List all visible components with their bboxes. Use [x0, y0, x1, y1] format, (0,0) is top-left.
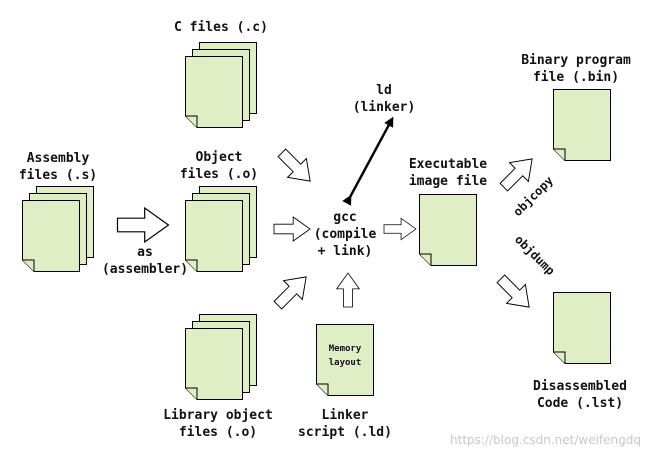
ld-label-line1: ld: [376, 83, 392, 98]
assembly-label-line1: Assembly: [27, 151, 90, 166]
assembly-files-stack: [23, 187, 94, 272]
as-arrow-icon: [116, 207, 170, 243]
watermark-text: https://blog.csdn.net/weifengdq: [450, 433, 641, 447]
gcc-label-line1: gcc: [333, 210, 356, 225]
binary-label-line1: Binary program: [521, 53, 631, 68]
as-label-line1: as: [137, 245, 153, 260]
ld-label-line2: (linker): [353, 100, 416, 115]
objdump-label: objdump: [512, 232, 558, 278]
library-files-stack: [186, 315, 257, 400]
executable-label-line2: image file: [409, 174, 487, 189]
disassembled-doc: [553, 292, 611, 364]
library-label-line1: Library object: [163, 408, 273, 423]
memory-label-line1: Memory: [329, 344, 362, 354]
object-files-stack: [186, 187, 257, 272]
assembly-label-line2: files (.s): [19, 168, 97, 183]
c-to-gcc-arrow-icon: [271, 142, 321, 192]
objdump-arrow-icon: [490, 268, 540, 318]
library-label-line2: files (.o): [179, 425, 257, 440]
object-to-gcc-arrow-icon: [273, 216, 311, 242]
binary-label-line2: file (.bin): [533, 70, 619, 85]
gcc-label-line3: + link): [318, 244, 373, 259]
as-label-line2: (assembler): [102, 262, 188, 277]
binary-file-doc: [553, 89, 611, 161]
gcc-label-line2: (compile: [314, 227, 377, 242]
script-to-gcc-arrow-icon: [336, 272, 360, 308]
disassembled-label-line1: Disassembled: [533, 379, 627, 394]
gcc-to-exe-arrow-icon: [383, 217, 417, 241]
executable-doc: [418, 193, 478, 267]
object-label-line2: files (.o): [180, 167, 258, 182]
library-to-gcc-arrow-icon: [267, 266, 317, 316]
executable-label-line1: Executable: [409, 157, 487, 172]
c-files-stack: [186, 43, 257, 128]
linker-label-line2: script (.ld): [298, 425, 392, 440]
memory-label-line2: layout: [329, 358, 362, 368]
linker-double-arrow: [342, 116, 394, 206]
disassembled-label-line2: Code (.lst): [537, 396, 623, 411]
linker-label-line1: Linker: [322, 408, 369, 423]
object-label-line1: Object: [196, 150, 243, 165]
c-files-label: C files (.c): [174, 20, 268, 35]
